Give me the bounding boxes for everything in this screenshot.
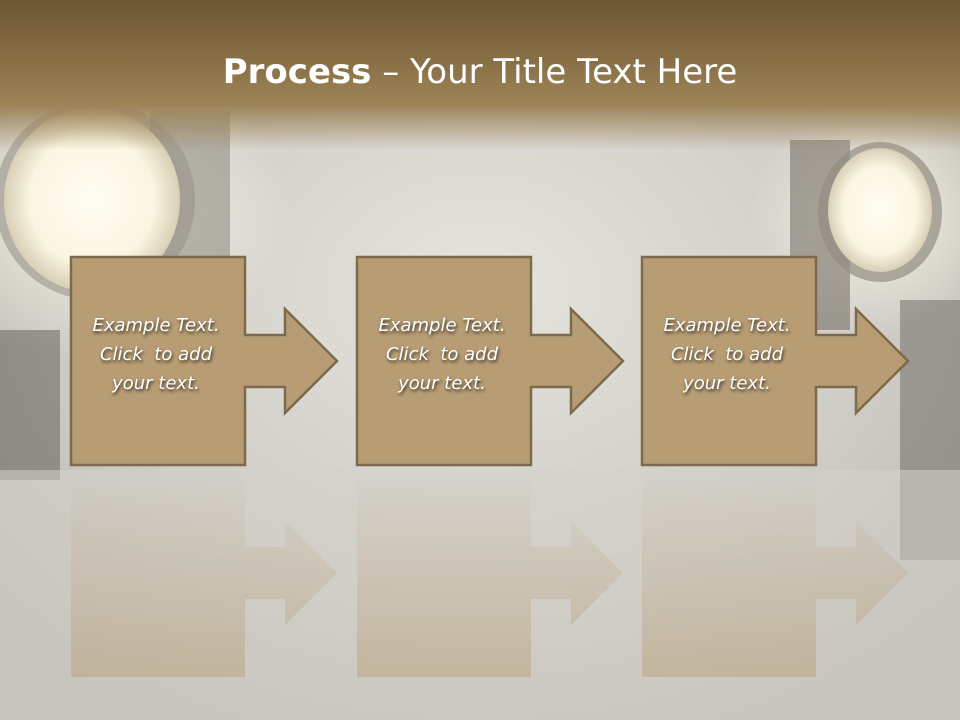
step-3-line-3: your text.: [683, 373, 771, 394]
title-bold: Process: [222, 52, 372, 92]
step-2-line-3: your text.: [398, 373, 486, 394]
step-3-arrow-box[interactable]: [640, 255, 910, 467]
step-1-line-1: Example Text.: [92, 315, 220, 336]
step-2-reflection: [357, 469, 623, 677]
slide-title[interactable]: Process – Your Title Text Here: [0, 52, 960, 92]
step-1-line-2: Click to add: [99, 344, 212, 365]
title-band: [0, 0, 960, 150]
step-3-line-1: Example Text.: [663, 315, 791, 336]
left-spotlight-lens: [4, 108, 180, 292]
step-1-reflection: [71, 469, 337, 677]
step-2-text[interactable]: Example Text. Click to add your text.: [357, 311, 527, 398]
step-1-text[interactable]: Example Text. Click to add your text.: [71, 311, 241, 398]
step-2-line-2: Click to add: [385, 344, 498, 365]
step-1-line-3: your text.: [112, 373, 200, 394]
step-3-line-2: Click to add: [670, 344, 783, 365]
step-3-text[interactable]: Example Text. Click to add your text.: [642, 311, 812, 398]
step-2-arrow-box[interactable]: [355, 255, 625, 467]
step-3-reflection: [642, 469, 908, 677]
title-rest: – Your Title Text Here: [371, 52, 738, 92]
step-2-line-1: Example Text.: [378, 315, 506, 336]
right-spotlight-lens: [828, 148, 932, 272]
step-1-arrow-box[interactable]: [69, 255, 339, 467]
